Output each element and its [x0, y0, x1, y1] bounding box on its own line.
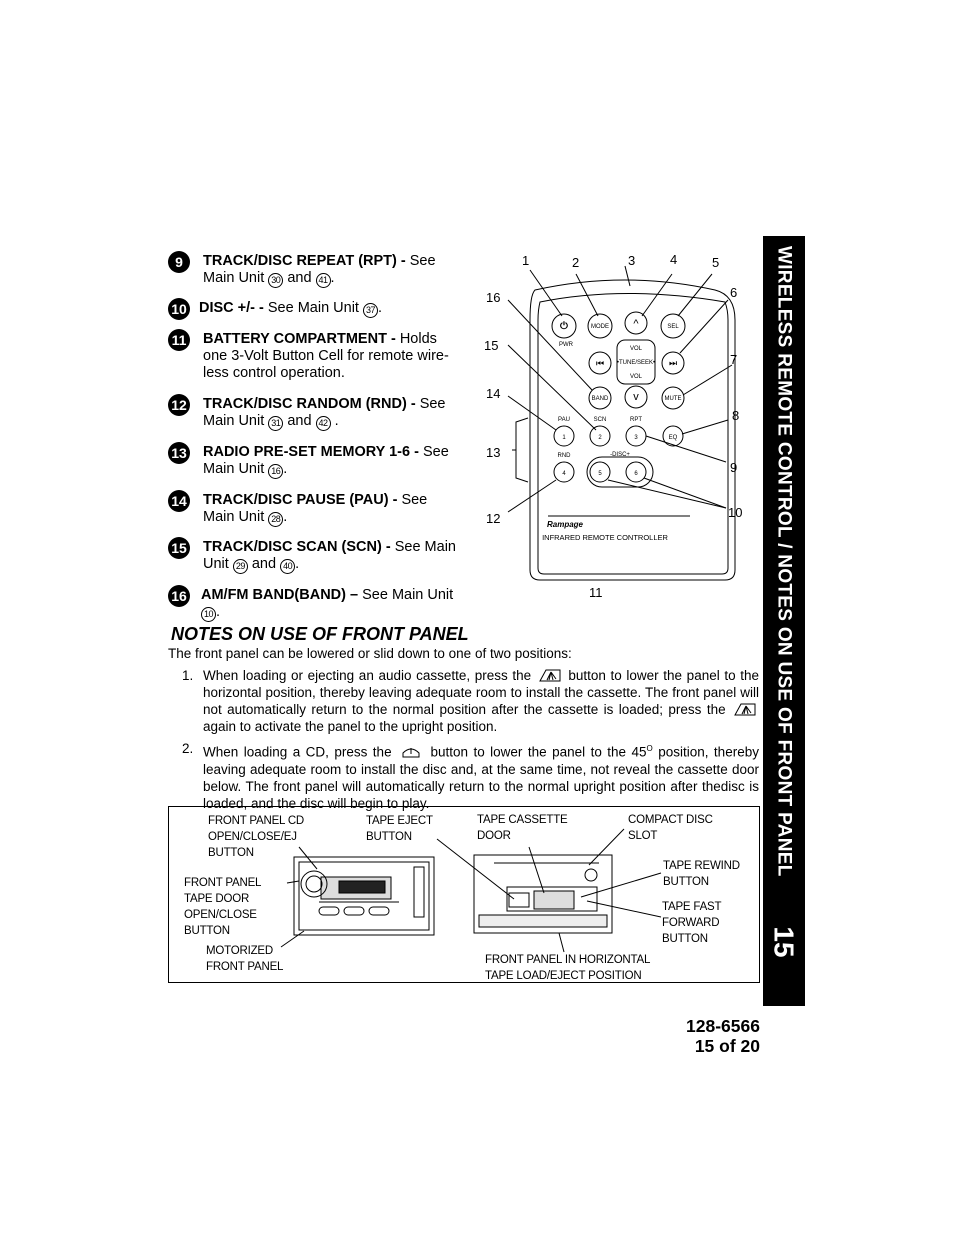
callout-14: 14: [486, 386, 501, 401]
svg-text:BAND: BAND: [592, 396, 609, 402]
svg-text:4: 4: [562, 471, 566, 477]
svg-text:3: 3: [634, 435, 638, 441]
side-tab-page-number: 15: [769, 926, 800, 958]
notes-intro: The front panel can be lowered or slid d…: [168, 646, 572, 661]
svg-text:RND: RND: [558, 453, 572, 459]
notes-heading: NOTES ON USE OF FRONT PANEL: [171, 624, 469, 644]
front-panel-figure: FRONT PANEL CD OPEN/CLOSE/EJ BUTTON FRON…: [168, 806, 760, 983]
document-number-block: 128-6566 15 of 20: [620, 1016, 760, 1056]
panel-tilt-icon: [734, 703, 756, 716]
side-tab-title: Wireless Remote Control / Notes on Use o…: [773, 246, 795, 877]
item-number: 11: [168, 329, 190, 351]
side-tab: Wireless Remote Control / Notes on Use o…: [763, 236, 805, 1006]
svg-text:MODE: MODE: [591, 324, 609, 330]
callout-3: 3: [628, 253, 636, 268]
svg-text:⏻: ⏻: [560, 320, 568, 332]
item-number: 16: [168, 585, 190, 607]
callout-15: 15: [484, 338, 499, 353]
label-horizontal-position: FRONT PANEL IN HORIZONTAL TAPE LOAD/EJEC…: [485, 954, 651, 982]
cd-eject-icon: [402, 747, 420, 757]
item-number: 10: [168, 298, 190, 320]
callout-1: 1: [522, 253, 530, 268]
callout-12: 12: [486, 511, 501, 526]
svg-text:1: 1: [562, 435, 566, 441]
label-tape-eject: TAPE EJECT BUTTON: [366, 815, 433, 843]
svg-text:5: 5: [598, 471, 602, 477]
callout-6: 6: [730, 285, 738, 300]
svg-text:PAU: PAU: [558, 417, 570, 423]
svg-text:RPT: RPT: [630, 417, 642, 423]
label-tape-cassette-door: TAPE CASSETTE DOOR: [477, 814, 568, 842]
svg-text:SEL: SEL: [667, 324, 679, 330]
front-panel-drawings: [280, 828, 662, 953]
label-cd-slot: COMPACT DISC SLOT: [628, 814, 713, 842]
svg-text:v: v: [633, 391, 639, 403]
item-number: 14: [168, 490, 190, 512]
svg-text:PWR: PWR: [559, 342, 574, 348]
svg-text:INFRARED REMOTE CONTROLLER: INFRARED REMOTE CONTROLLER: [542, 533, 668, 542]
svg-text:2: 2: [598, 435, 602, 441]
svg-text:SCN: SCN: [594, 417, 607, 423]
svg-text:VOL: VOL: [630, 374, 643, 380]
page-count: 15 of 20: [694, 1036, 760, 1056]
item-number: 9: [168, 251, 190, 273]
callout-5: 5: [712, 255, 720, 270]
svg-text:-DISC+: -DISC+: [610, 452, 630, 458]
label-cd-open-close: FRONT PANEL CD OPEN/CLOSE/EJ BUTTON: [208, 815, 305, 859]
svg-text:⏮: ⏮: [596, 358, 604, 368]
label-tape-fast-forward: TAPE FAST FORWARD BUTTON: [662, 901, 722, 945]
callout-8: 8: [732, 408, 740, 423]
svg-text:EQ: EQ: [669, 435, 678, 441]
callout-11: 11: [589, 585, 603, 600]
item-number: 15: [168, 537, 190, 559]
svg-text:VOL: VOL: [630, 346, 643, 352]
item-number: 12: [168, 394, 190, 416]
label-tape-door: FRONT PANEL TAPE DOOR OPEN/CLOSE BUTTON: [184, 877, 262, 937]
panel-tilt-icon: [538, 669, 561, 682]
svg-text:6: 6: [634, 471, 638, 477]
callout-13: 13: [486, 445, 501, 460]
callout-4: 4: [670, 252, 678, 267]
svg-text:⏭: ⏭: [669, 358, 677, 368]
callout-16: 16: [486, 290, 501, 305]
svg-text:Rampage: Rampage: [547, 520, 584, 529]
item-number: 13: [168, 442, 190, 464]
svg-text:•TUNE/SEEK•: •TUNE/SEEK•: [617, 360, 655, 366]
label-tape-rewind: TAPE REWIND BUTTON: [663, 860, 740, 888]
document-number: 128-6566: [686, 1016, 760, 1036]
callout-7: 7: [730, 352, 738, 367]
callout-10: 10: [728, 505, 743, 520]
svg-text:^: ^: [633, 318, 639, 330]
remote-control-illustration: ⏻ PWR MODE SEL ^ VOL •TUNE/SEEK• VOL ⏮ ⏭…: [507, 265, 736, 581]
callout-2: 2: [572, 255, 580, 270]
svg-text:MUTE: MUTE: [665, 396, 682, 402]
label-motorized-panel: MOTORIZED FRONT PANEL: [206, 945, 284, 973]
callout-9: 9: [730, 460, 738, 475]
